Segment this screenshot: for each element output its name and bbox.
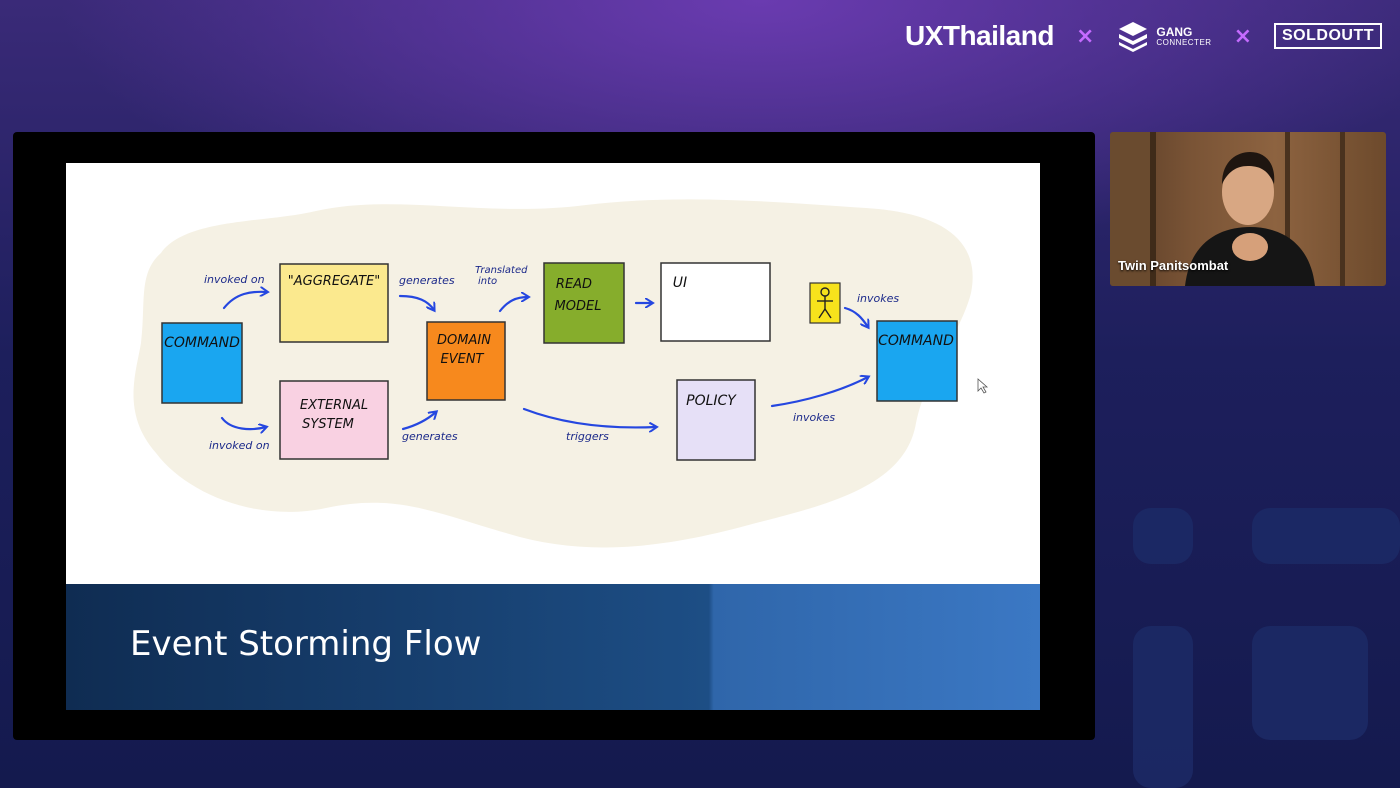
cursor-icon [977,378,989,394]
read-label: READ [556,277,592,292]
arrow-generates-top [398,294,434,310]
event-storming-diagram: COMMAND "AGGREGATE" EXTERNAL SYSTEM DOMA… [133,199,989,548]
arrow-policy-invokes [770,377,868,408]
stick-figure-icon [817,287,833,319]
participant-avatar [1110,132,1345,286]
label-invokes-actor: invokes [857,292,899,305]
command-sticky-left: COMMAND [161,322,243,404]
ui-sticky: UI [660,262,771,342]
read-model-sticky: READ MODEL [543,262,625,344]
ui-label: UI [673,275,687,291]
gang-connecter-logo: GANG CONNECTER [1116,19,1211,53]
policy-sticky: POLICY [676,379,756,461]
label-generates-bottom: generates [402,430,458,443]
label-invokes-policy: invokes [793,411,835,424]
aggregate-sticky: "AGGREGATE" [279,263,389,343]
arrow-generates-bottom [401,412,436,431]
external-label: EXTERNAL [300,398,368,413]
uxthailand-logo: UXThailand [904,20,1055,51]
arrow-triggers [522,407,656,427]
background-block [1252,626,1368,740]
background-block [1133,508,1193,564]
presentation-slide: COMMAND "AGGREGATE" EXTERNAL SYSTEM DOMA… [66,163,1040,710]
label-into: into [478,276,497,287]
system-label: SYSTEM [302,417,354,432]
slide-title: Event Storming Flow [130,624,482,664]
connecter-label: CONNECTER [1156,37,1212,47]
cross-separator-icon: × [1233,23,1252,49]
command-sticky-right: COMMAND [876,320,958,402]
model-label: MODEL [555,299,602,314]
label-invoked-on-top: invoked on [204,273,265,286]
gang-label: GANG [1156,24,1193,39]
cross-separator-icon: × [1075,23,1095,49]
sponsor-bar: UXThailand × GANG CONNECTER × SOLDOUTT [905,18,1382,54]
domain-event-sticky: DOMAIN EVENT [426,321,506,401]
command-right-label: COMMAND [878,333,954,349]
participant-name: Twin Panitsombat [1118,258,1229,273]
cloud-background [133,199,973,548]
event-label: EVENT [441,352,485,367]
aggregate-label: "AGGREGATE" [288,274,380,289]
label-generates-top: generates [399,274,455,287]
command-left-label: COMMAND [164,335,240,351]
participant-video[interactable]: Twin Panitsombat [1110,132,1386,286]
arrow-actor-invokes [843,306,868,327]
label-triggers: triggers [566,430,609,443]
background-block [1133,626,1193,788]
soldoutt-logo: SOLDOUTT [1274,23,1382,49]
arrow-invoked-bottom [220,416,266,429]
background-block [1252,508,1400,564]
label-translated: Translated [475,265,528,276]
slide-title-bar: Event Storming Flow [66,584,1040,710]
label-invoked-on-bottom: invoked on [209,439,270,452]
arrow-invoked-top [222,292,267,310]
actor-sticky [809,282,841,324]
domain-label: DOMAIN [437,333,491,348]
arrow-translated [498,297,528,313]
policy-label: POLICY [686,393,737,409]
stack-icon [1119,22,1148,52]
external-system-sticky: EXTERNAL SYSTEM [279,380,389,460]
